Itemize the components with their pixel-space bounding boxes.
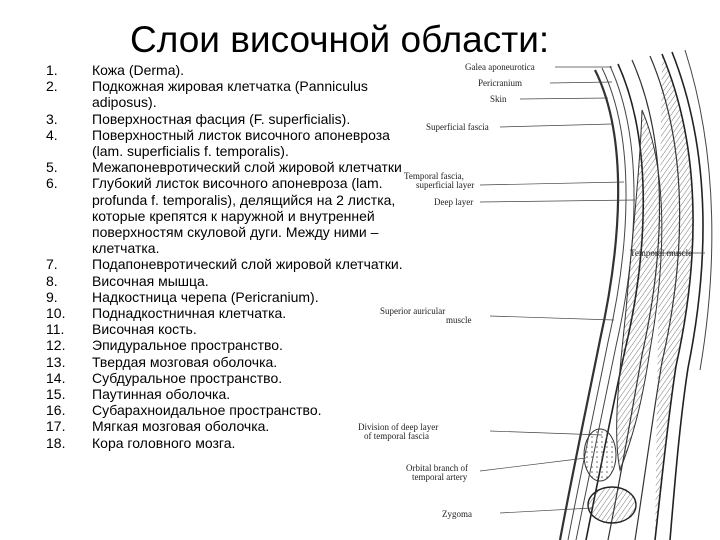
list-item: 16. Субарахноидальное пространство.	[0, 402, 420, 418]
list-item: 18. Кора головного мозга.	[0, 435, 420, 451]
label-superior-auricular-line1: Superior auricular	[380, 306, 446, 316]
item-number: 6.	[46, 175, 58, 192]
item-number: 9.	[46, 288, 58, 305]
item-text: Паутинная оболочка.	[92, 386, 231, 403]
label-superficial-fascia: Superficial fascia	[426, 122, 489, 132]
list-item: 13. Твердая мозговая оболочка.	[0, 354, 420, 370]
item-number: 1.	[46, 62, 58, 78]
item-number: 8.	[46, 272, 58, 289]
item-number: 10.	[46, 305, 66, 322]
item-number: 7.	[46, 256, 58, 273]
item-text: Височная кость.	[92, 321, 197, 338]
list-item: 4. Поверхностный листок височного апоневр…	[0, 127, 420, 159]
item-text: Субдуральное пространство.	[92, 369, 283, 386]
item-text: Подкожная жировая клетчатка (Panniculus …	[92, 78, 368, 111]
list-item: 17. Мягкая мозговая оболочка.	[0, 418, 420, 434]
label-galea-aponeurotica: Galea aponeurotica	[465, 62, 535, 72]
label-temporal-fascia-line1: Temporal fascia,	[404, 171, 464, 181]
item-number: 5.	[46, 159, 58, 176]
label-pericranium: Pericranium	[478, 78, 522, 88]
label-superior-auricular-line2: muscle	[446, 315, 472, 325]
label-skin: Skin	[490, 94, 507, 104]
slide-title: Слои височной области:	[130, 19, 550, 60]
list-item: 15. Паутинная оболочка.	[0, 386, 420, 402]
item-text: Межапоневротический слой жировой клетчат…	[92, 159, 402, 176]
item-text: Мягкая мозговая оболочка.	[92, 418, 270, 435]
item-number: 4.	[46, 126, 58, 143]
item-text: Поверхностная фасция (F. superficialis).	[92, 110, 351, 127]
item-text: Кора головного мозга.	[92, 434, 236, 451]
item-number: 15.	[46, 386, 66, 403]
item-number: 12.	[46, 337, 66, 354]
item-number: 18.	[46, 434, 66, 451]
list-item: 8. Височная мышца.	[0, 273, 420, 289]
item-text: Надкостница черепа (Pericranium).	[92, 288, 319, 305]
item-number: 17.	[46, 418, 66, 435]
item-text: Твердая мозговая оболочка.	[92, 353, 278, 370]
item-number: 14.	[46, 369, 66, 386]
label-division-line2: of temporal fascia	[364, 431, 429, 441]
label-division-line1: Division of deep layer	[358, 422, 439, 432]
label-orbital-branch-line1: Orbital branch of	[406, 463, 468, 473]
item-number: 2.	[46, 78, 58, 95]
label-zygoma: Zygoma	[442, 509, 472, 519]
label-orbital-branch-line2: temporal artery	[412, 472, 468, 482]
list-item: 11. Височная кость.	[0, 321, 420, 337]
temporal-region-section-drawing	[479, 50, 713, 540]
item-number: 13.	[46, 353, 66, 370]
item-text: Эпидуральное пространство.	[92, 337, 283, 354]
list-item: 7. Подапоневротический слой жировой клетч…	[0, 256, 420, 272]
list-item: 10. Поднадкостничная клетчатка.	[0, 305, 420, 321]
item-text: Кожа (Derma).	[92, 62, 185, 78]
item-text: Поднадкостничная клетчатка.	[92, 305, 287, 322]
list-item: 9. Надкостница черепа (Pericranium).	[0, 289, 420, 305]
item-text: Височная мышца.	[92, 272, 209, 289]
label-temporal-fascia-line2: superficial layer	[416, 180, 475, 190]
label-temporal-muscle: Temporal muscle	[630, 248, 693, 258]
label-deep-layer: Deep layer	[434, 197, 474, 207]
item-text: Субарахноидальное пространство.	[92, 402, 322, 419]
list-item: 5. Межапоневротический слой жировой клетч…	[0, 159, 420, 175]
layers-list: 1. Кожа (Derma). 2. Подкожная жировая клет…	[0, 62, 420, 451]
item-number: 3.	[46, 110, 58, 127]
anatomy-illustration: Galea aponeurotica Pericranium Skin Supe…	[350, 50, 720, 540]
item-number: 11.	[46, 321, 65, 338]
item-text: Подапоневротический слой жировой клетчат…	[92, 256, 403, 273]
item-text: Поверхностный листок височного апоневроз…	[92, 126, 390, 160]
list-item: 6. Глубокий листок височного апоневроза (…	[0, 175, 420, 256]
item-number: 16.	[46, 402, 66, 419]
list-item: 14. Субдуральное пространство.	[0, 370, 420, 386]
list-item: 12. Эпидуральное пространство.	[0, 337, 420, 353]
list-item: 3. Поверхностная фасция (F. superficialis…	[0, 111, 420, 127]
list-item: 2. Подкожная жировая клетчатка (Panniculu…	[0, 78, 420, 110]
item-text: Глубокий листок височного апоневроза (la…	[92, 175, 396, 257]
list-item: 1. Кожа (Derma).	[0, 62, 420, 78]
